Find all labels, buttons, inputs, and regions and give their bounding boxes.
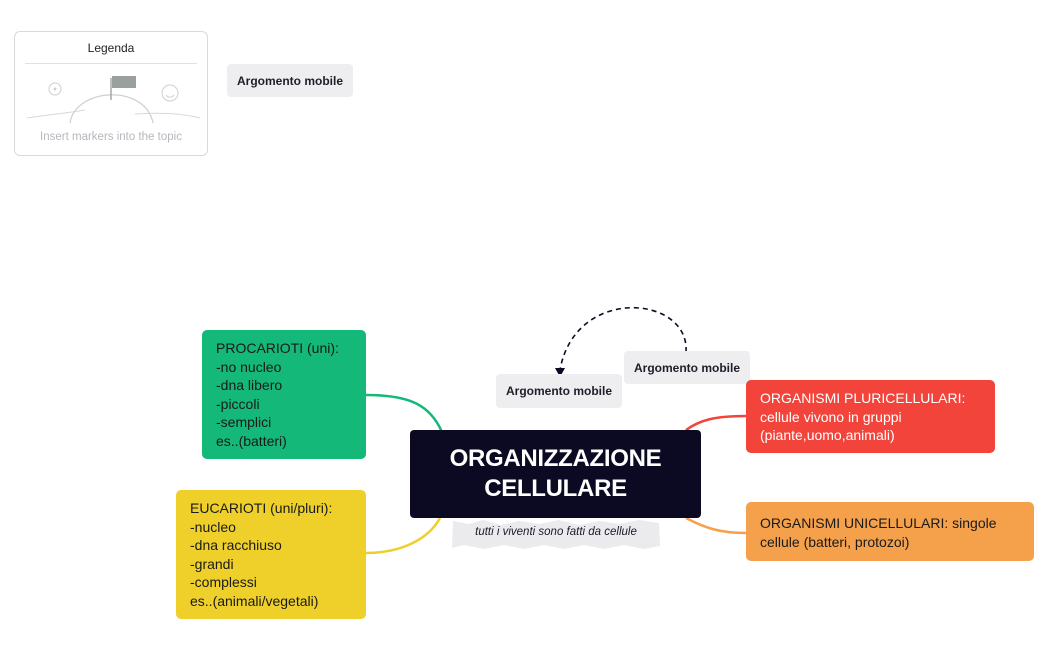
relationship-arrowhead xyxy=(555,368,565,377)
topic-eucarioti[interactable]: EUCARIOTI (uni/pluri): -nucleo -dna racc… xyxy=(176,490,366,619)
central-title-line2: CELLULARE xyxy=(484,475,627,502)
legend-title: Legenda xyxy=(87,41,135,55)
central-topic[interactable]: ORGANIZZAZIONE CELLULARE xyxy=(410,430,701,518)
floating-topic[interactable]: Argomento mobile xyxy=(496,374,622,408)
legend-hint: Insert markers into the topic xyxy=(40,131,182,143)
topic-unicellulari[interactable]: ORGANISMI UNICELLULARI: singole cellule … xyxy=(746,502,1034,561)
floating-topic[interactable]: Argomento mobile xyxy=(624,351,750,384)
central-note: tutti i viventi sono fatti da cellule xyxy=(475,526,637,538)
smile-icon xyxy=(161,84,179,102)
connector-procarioti xyxy=(365,393,444,433)
central-title-line1: ORGANIZZAZIONE xyxy=(449,445,662,472)
topic-pluricellulari[interactable]: ORGANISMI PLURICELLULARI: cellule vivono… xyxy=(746,380,995,453)
legend-markers-illustration xyxy=(26,76,201,124)
pin-icon xyxy=(48,82,62,96)
connector-unicellulari xyxy=(685,516,747,535)
legend-divider xyxy=(25,63,197,64)
topic-procarioti[interactable]: PROCARIOTI (uni): -no nucleo -dna libero… xyxy=(202,330,366,459)
floating-topic[interactable]: Argomento mobile xyxy=(227,64,353,97)
connector-eucarioti xyxy=(365,517,442,555)
legend-panel[interactable]: Legenda Insert markers into the topic xyxy=(14,31,208,156)
note-background xyxy=(452,520,660,549)
connector-pluricellulari xyxy=(685,414,747,432)
relationship-arc[interactable] xyxy=(559,306,687,371)
